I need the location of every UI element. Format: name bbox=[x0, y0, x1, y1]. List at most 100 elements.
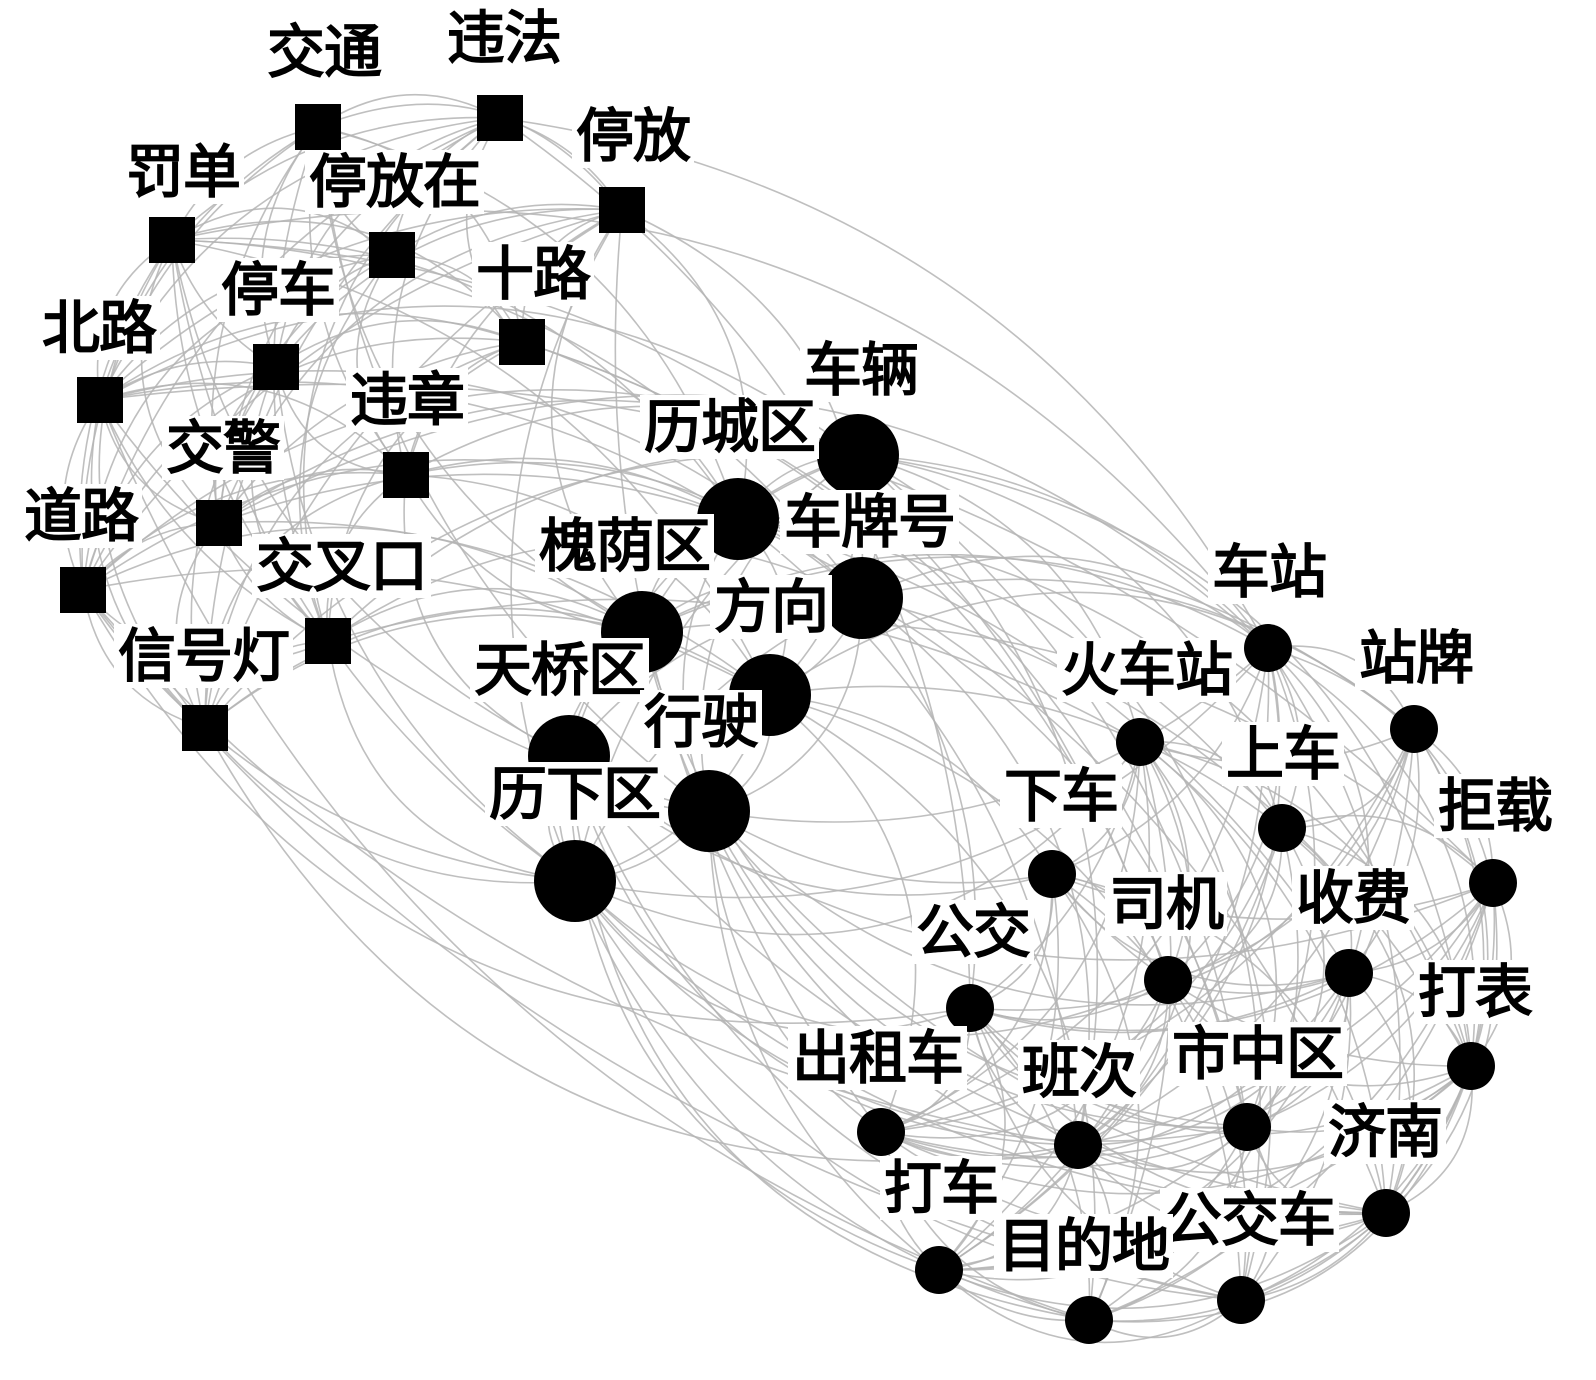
graph-node-traffic-9 bbox=[196, 500, 242, 546]
graph-edge bbox=[708, 810, 1053, 884]
graph-node-traffic-11 bbox=[305, 618, 351, 664]
node-label-transit-12: 市中区 bbox=[1168, 1022, 1348, 1086]
graph-edge bbox=[769, 694, 1096, 1321]
graph-node-transit-11 bbox=[1054, 1121, 1102, 1169]
graph-node-traffic-5 bbox=[253, 344, 299, 390]
node-layer bbox=[60, 95, 1517, 1344]
node-label-transit-5: 拒载 bbox=[1434, 774, 1557, 838]
graph-node-transit-5 bbox=[1469, 859, 1517, 907]
graph-node-district-2 bbox=[821, 557, 903, 639]
graph-edge bbox=[880, 979, 1169, 1139]
node-label-traffic-5: 停车 bbox=[217, 258, 340, 322]
graph-edge bbox=[1077, 728, 1415, 1146]
graph-edge bbox=[327, 587, 643, 642]
node-label-traffic-1: 违法 bbox=[443, 6, 566, 70]
node-label-traffic-2: 罚单 bbox=[122, 140, 245, 204]
node-label-traffic-6: 十路 bbox=[472, 242, 595, 306]
graph-edge bbox=[99, 382, 407, 476]
node-label-transit-15: 公交车 bbox=[1160, 1188, 1340, 1252]
graph-node-transit-14 bbox=[915, 1246, 963, 1294]
graph-node-transit-1 bbox=[1390, 705, 1438, 753]
node-label-district-1: 历城区 bbox=[640, 395, 820, 459]
graph-node-transit-16 bbox=[1065, 1296, 1113, 1344]
graph-edge bbox=[969, 882, 1494, 1032]
graph-edge bbox=[769, 591, 1415, 730]
graph-node-traffic-4 bbox=[599, 187, 645, 233]
node-label-transit-16: 目的地 bbox=[994, 1214, 1174, 1278]
graph-edge bbox=[82, 366, 277, 591]
graph-edge bbox=[218, 473, 739, 524]
node-label-transit-14: 打车 bbox=[880, 1156, 1003, 1220]
node-label-transit-3: 上车 bbox=[1222, 722, 1345, 786]
node-label-traffic-4: 停放 bbox=[572, 104, 695, 168]
node-label-district-2: 车牌号 bbox=[780, 490, 960, 554]
graph-edge bbox=[574, 647, 1269, 899]
graph-node-transit-15 bbox=[1217, 1276, 1265, 1324]
graph-edge bbox=[969, 972, 1350, 1034]
graph-edge bbox=[1077, 1126, 1248, 1170]
graph-edge bbox=[1246, 882, 1494, 1128]
node-label-traffic-11: 交叉口 bbox=[252, 534, 432, 598]
node-label-district-3: 槐荫区 bbox=[535, 514, 715, 578]
graph-edge bbox=[82, 589, 971, 1024]
graph-node-transit-10 bbox=[857, 1108, 905, 1156]
node-label-transit-4: 下车 bbox=[1000, 764, 1123, 828]
graph-edge bbox=[969, 728, 1415, 1011]
graph-edge bbox=[574, 880, 971, 1033]
graph-edge bbox=[218, 520, 771, 696]
graph-node-transit-12 bbox=[1223, 1103, 1271, 1151]
graph-edge bbox=[99, 207, 623, 401]
graph-edge bbox=[1348, 972, 1412, 1214]
graph-node-district-7 bbox=[534, 840, 616, 922]
graph-node-traffic-0 bbox=[295, 104, 341, 150]
graph-edge bbox=[171, 207, 393, 256]
graph-edge bbox=[574, 880, 1242, 1301]
node-label-transit-9: 打表 bbox=[1414, 960, 1537, 1024]
graph-node-transit-6 bbox=[1144, 956, 1192, 1004]
graph-edge bbox=[275, 208, 623, 368]
graph-node-traffic-2 bbox=[149, 217, 195, 263]
node-label-transit-7: 收费 bbox=[1292, 866, 1415, 930]
graph-edge bbox=[880, 1126, 1248, 1169]
graph-edge bbox=[82, 209, 623, 591]
graph-node-transit-7 bbox=[1325, 949, 1373, 997]
graph-edge bbox=[708, 810, 1350, 1006]
graph-node-traffic-8 bbox=[383, 452, 429, 498]
node-label-traffic-3: 停放在 bbox=[305, 150, 485, 214]
graph-node-traffic-6 bbox=[499, 319, 545, 365]
graph-edge bbox=[175, 522, 220, 729]
graph-node-district-1 bbox=[697, 478, 779, 560]
graph-node-transit-0 bbox=[1244, 624, 1292, 672]
graph-edge bbox=[969, 1007, 1242, 1301]
node-label-transit-6: 司机 bbox=[1105, 872, 1228, 936]
graph-edge bbox=[1167, 827, 1283, 981]
graph-edge bbox=[327, 640, 576, 882]
graph-edge bbox=[1139, 741, 1190, 981]
node-label-district-0: 车辆 bbox=[800, 338, 923, 402]
graph-edge bbox=[403, 474, 570, 757]
graph-node-district-0 bbox=[817, 414, 899, 496]
graph-edge bbox=[1051, 647, 1269, 875]
graph-edge bbox=[938, 741, 1151, 1271]
graph-edge bbox=[969, 741, 1141, 1009]
graph-edge bbox=[82, 526, 643, 633]
graph-edge bbox=[574, 880, 1248, 1142]
graph-edge bbox=[1077, 972, 1350, 1146]
graph-node-district-6 bbox=[668, 770, 750, 852]
node-label-transit-11: 班次 bbox=[1018, 1040, 1141, 1104]
node-label-traffic-0: 交通 bbox=[263, 20, 386, 84]
node-label-transit-8: 公交 bbox=[912, 900, 1035, 964]
graph-edge bbox=[405, 457, 739, 520]
node-label-district-5: 天桥区 bbox=[470, 638, 650, 702]
node-label-traffic-10: 道路 bbox=[20, 484, 143, 548]
graph-node-transit-8 bbox=[946, 984, 994, 1032]
graph-edge bbox=[938, 1007, 1006, 1271]
node-label-traffic-7: 北路 bbox=[38, 296, 161, 360]
graph-edge bbox=[204, 727, 576, 884]
graph-edge bbox=[861, 555, 1269, 649]
graph-edge bbox=[275, 319, 523, 368]
graph-edge bbox=[99, 399, 329, 642]
graph-node-traffic-12 bbox=[182, 705, 228, 751]
